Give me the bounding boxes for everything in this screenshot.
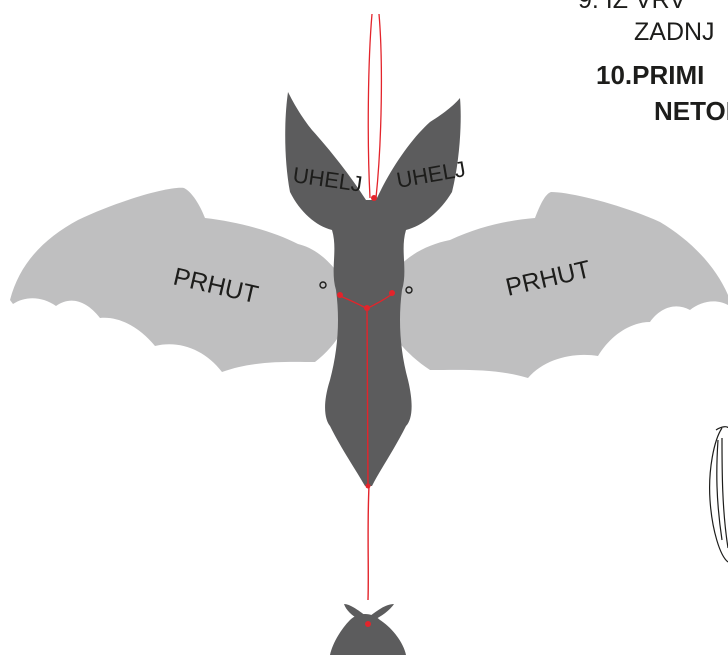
hanging-string-top (367, 13, 383, 199)
string-knot-right-wing (389, 290, 395, 296)
string-knot-top (371, 195, 377, 201)
left-wing (10, 187, 352, 372)
moth-body (330, 614, 406, 655)
string-knot-tail (365, 483, 371, 489)
string-knot-left-wing (337, 292, 343, 298)
cocoon-sketch-icon (709, 426, 728, 563)
left-eye-hole (319, 281, 327, 289)
instruction-line-9: 9. IZ VRV (578, 0, 686, 14)
string-knot-moth (365, 621, 371, 627)
instruction-line-9-cont: ZADNJ (634, 18, 715, 46)
right-wing (378, 192, 728, 378)
string-harness (339, 293, 393, 601)
bat-body (285, 92, 461, 486)
right-eye-hole (405, 286, 413, 294)
instruction-line-10: 10.PRIMI (596, 60, 705, 90)
string-knot-center (364, 305, 370, 311)
moth-antennae (344, 604, 394, 620)
